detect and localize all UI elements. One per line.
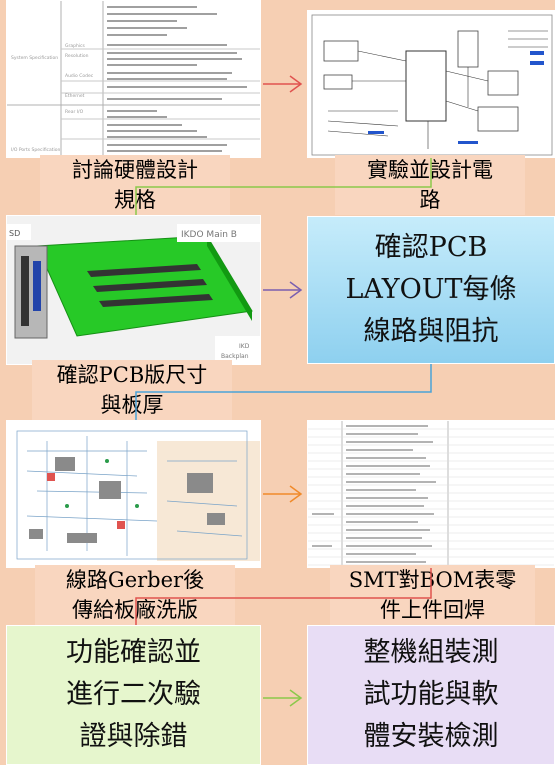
svg-text:Graphics: Graphics [65, 43, 86, 49]
step-5-caption: 線路Gerber後傳給板廠洗版 [35, 565, 235, 625]
svg-text:I/O Ports Specification: I/O Ports Specification [11, 147, 61, 153]
svg-text:IKDO Main B: IKDO Main B [181, 230, 237, 240]
svg-text:System Specification: System Specification [11, 55, 58, 61]
bom-list-thumbnail [307, 420, 555, 568]
schematic-thumbnail [307, 10, 555, 158]
schematic-graphic [308, 11, 554, 157]
arrow-step7-to-step8 [263, 689, 303, 707]
step-6-caption: SMT對BOM表零件上件回焊 [330, 565, 535, 625]
bom-list-graphic [308, 421, 554, 567]
connector-step2-to-step3 [135, 158, 432, 215]
pcb-board-graphic: SD IKDO Main B IKD Backplan [7, 216, 260, 364]
gerber-layout-graphic [7, 421, 260, 567]
arrow-step3-to-step4 [263, 281, 303, 299]
pcb-board-thumbnail: SD IKDO Main B IKD Backplan [6, 215, 261, 365]
step-1-caption: 討論硬體設計規格 [40, 155, 230, 215]
connector-step4-to-step5 [135, 364, 432, 420]
connector-step6-to-step7 [135, 568, 432, 625]
svg-text:Rear I/O: Rear I/O [65, 109, 84, 115]
step-4-box: 確認PCB LAYOUT每條 線路與阻抗 [307, 216, 555, 364]
step-2-caption: 實驗並設計電路 [335, 155, 525, 215]
svg-text:Resolution: Resolution [65, 53, 89, 59]
step-7-box: 功能確認並 進行二次驗 證與除錯 [6, 625, 261, 765]
svg-text:Ethernet: Ethernet [65, 93, 85, 99]
spec-table-graphic: System Specification Graphics Resolution… [7, 1, 260, 157]
spec-table-thumbnail: System Specification Graphics Resolution… [6, 0, 261, 158]
svg-text:Backplan: Backplan [221, 353, 249, 360]
step-8-box: 整機組裝測 試功能與軟 體安裝檢測 [307, 625, 555, 765]
arrow-step5-to-step6 [263, 485, 303, 503]
gerber-layout-thumbnail [6, 420, 261, 568]
svg-text:Audio Codec: Audio Codec [65, 73, 94, 79]
svg-text:IKD: IKD [239, 343, 250, 350]
svg-text:SD: SD [9, 229, 20, 238]
arrow-step1-to-step2 [263, 75, 303, 93]
step-3-caption: 確認PCB版尺寸與板厚 [32, 360, 232, 420]
